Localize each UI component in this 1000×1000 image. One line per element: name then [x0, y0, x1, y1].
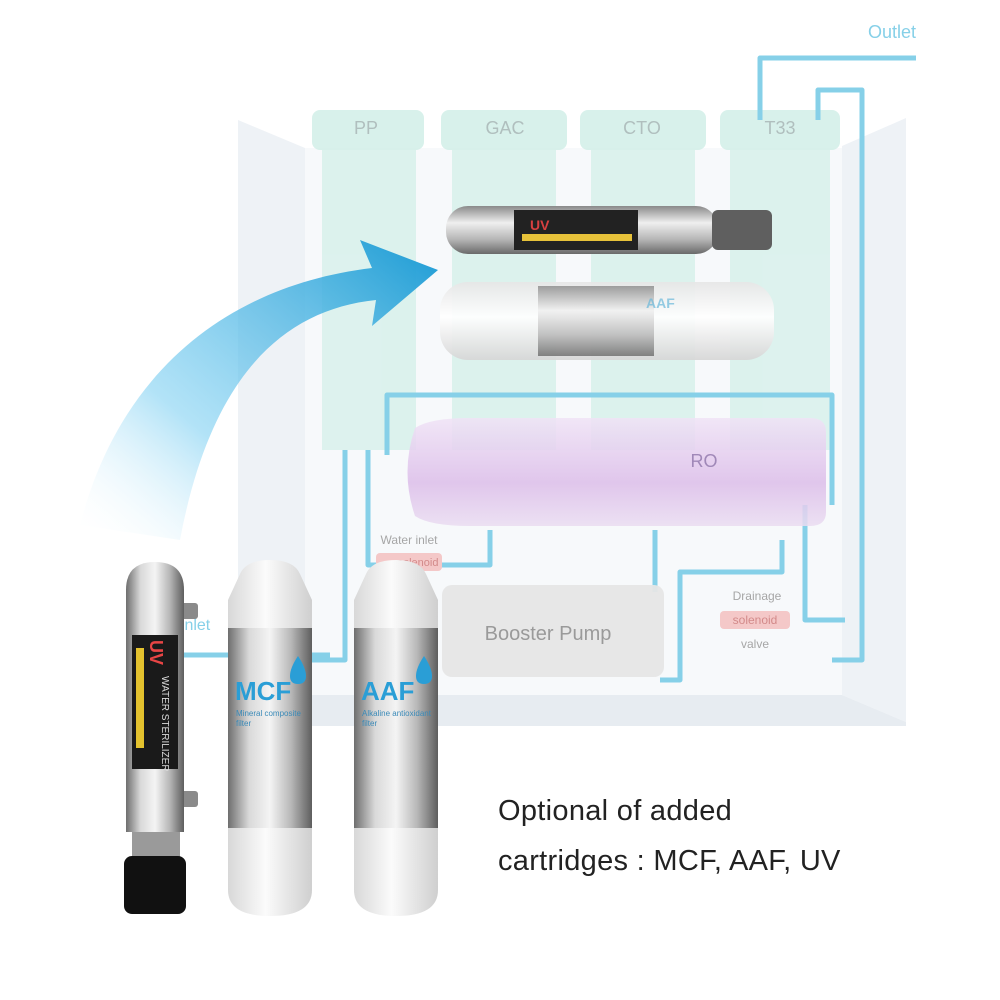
water-drop-icon	[290, 656, 306, 684]
curved-arrow-icon	[80, 240, 438, 540]
pump-outlet-pipe	[660, 540, 785, 683]
horizontal-uv-cartridge: UV	[446, 206, 772, 254]
filter-gac: GAC	[441, 110, 567, 450]
caption-line-2: cartridges : MCF, AAF, UV	[498, 845, 841, 877]
ro-feed-pipe	[300, 450, 348, 663]
drainage-valve-label: valve	[741, 637, 769, 651]
drainage-pipe	[802, 505, 845, 623]
filter-label-gac: GAC	[485, 118, 524, 138]
aaf-cartridge: AAF Alkaline antioxidant filter	[354, 560, 438, 916]
filter-label-cto: CTO	[623, 118, 661, 138]
booster-pump-label: Booster Pump	[485, 623, 612, 645]
ro-membrane: RO	[407, 418, 826, 526]
drainage-label: Drainage	[733, 589, 782, 603]
drainage-solenoid: Drainage solenoid valve	[720, 589, 790, 651]
uv-product-label: WATER STERILIZER	[159, 676, 170, 772]
inlet-label: Inlet	[180, 617, 211, 634]
outlet-pipe	[757, 55, 916, 120]
t33-outlet-pipe	[815, 87, 865, 663]
aaf-subtitle: Alkaline antioxidant	[362, 709, 432, 718]
filter-header-pipe	[384, 392, 835, 505]
mcf-subtitle: Mineral composite	[236, 709, 301, 718]
filter-cto: CTO	[580, 110, 706, 450]
booster-pump: Booster Pump	[442, 585, 664, 677]
water-drop-icon	[416, 656, 432, 684]
filter-label-pp: PP	[354, 118, 378, 138]
filter-label-t33: T33	[764, 118, 795, 138]
drainage-solenoid-label: solenoid	[733, 613, 778, 627]
uv-cartridge: UV WATER STERILIZER	[124, 562, 198, 914]
caption: Optional of added cartridges : MCF, AAF,…	[498, 786, 958, 886]
water-inlet-label: Water inlet	[381, 533, 439, 547]
mcf-brand-label: MCF	[235, 676, 291, 706]
filter-t33: T33	[720, 110, 840, 450]
mcf-cartridge: MCF Mineral composite filter	[228, 560, 312, 916]
horizontal-aaf-brand: AAF	[646, 295, 675, 311]
caption-line-1: Optional of added	[498, 795, 733, 827]
aaf-subtitle-2: filter	[362, 719, 377, 728]
horizontal-uv-brand: UV	[530, 217, 550, 233]
horizontal-aaf-cartridge: AAF	[440, 282, 774, 360]
outlet-label: Outlet	[868, 22, 916, 42]
uv-brand-label: UV	[146, 640, 166, 665]
ro-label: RO	[691, 451, 718, 471]
mcf-subtitle-2: filter	[236, 719, 251, 728]
aaf-brand-label: AAF	[361, 676, 414, 706]
